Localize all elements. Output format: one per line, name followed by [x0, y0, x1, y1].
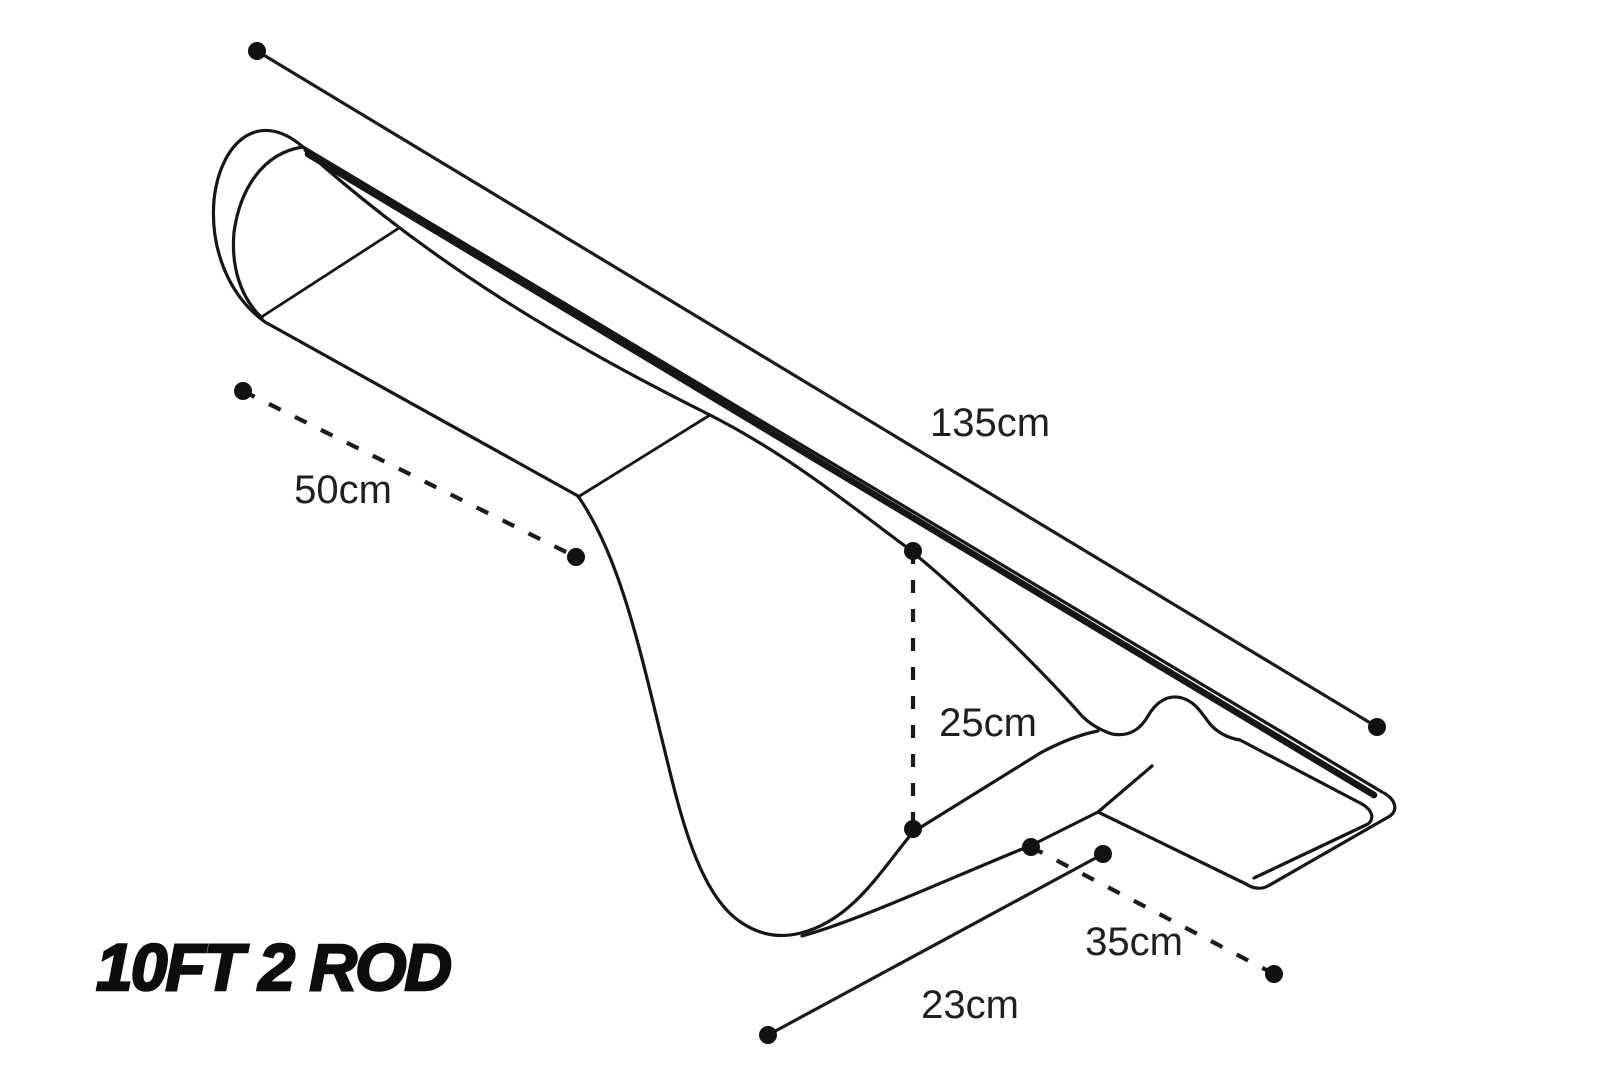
dimension-endpoint-dot-tip-flap-length-start	[1022, 838, 1040, 856]
dimension-label-reel-section-length: 50cm	[294, 468, 392, 512]
dimension-endpoint-dot-base-width-start	[759, 1026, 777, 1044]
dimension-endpoint-dot-overall-length-start	[248, 42, 266, 60]
dimension-endpoint-dot-tip-flap-length-end	[1265, 965, 1283, 983]
dimension-endpoint-dot-body-depth-start	[904, 542, 922, 560]
holdall-outline-group	[211, 128, 1397, 938]
end-flap	[1096, 764, 1397, 890]
dimension-label-body-depth: 25cm	[939, 701, 1037, 745]
dimension-line-base-width	[767, 852, 1104, 1037]
holdall-silhouette	[211, 128, 1100, 938]
dimension-endpoint-dot-base-width-end	[1094, 845, 1112, 863]
dimension-label-tip-flap-length: 35cm	[1085, 920, 1183, 964]
dimension-label-base-width: 23cm	[921, 983, 1019, 1027]
dimension-label-overall-length: 135cm	[930, 401, 1050, 445]
dimension-line-reel-section-length	[242, 389, 577, 559]
dimension-line-overall-length	[256, 49, 1378, 729]
dimension-annotations-group: 135cm 50cm 25cm 35cm 23cm	[234, 42, 1386, 1044]
dimension-endpoint-dot-reel-section-length-start	[234, 382, 252, 400]
diagram-title: 10FT 2 ROD	[96, 930, 450, 1004]
holdall-rear-edge	[303, 148, 1374, 880]
endcap-inner-rim-arc	[231, 145, 305, 320]
bottom-gusset-seam	[800, 810, 1100, 938]
dimension-endpoint-dot-overall-length-end	[1368, 718, 1386, 736]
endcap-cross-seam	[261, 226, 401, 318]
reel-section-cross-seam	[576, 413, 712, 499]
dimension-endpoint-dot-reel-section-length-end	[567, 548, 585, 566]
zip-line	[304, 150, 1378, 799]
dimension-endpoint-dot-body-depth-end	[904, 820, 922, 838]
holdall-top-edge	[301, 145, 1384, 794]
